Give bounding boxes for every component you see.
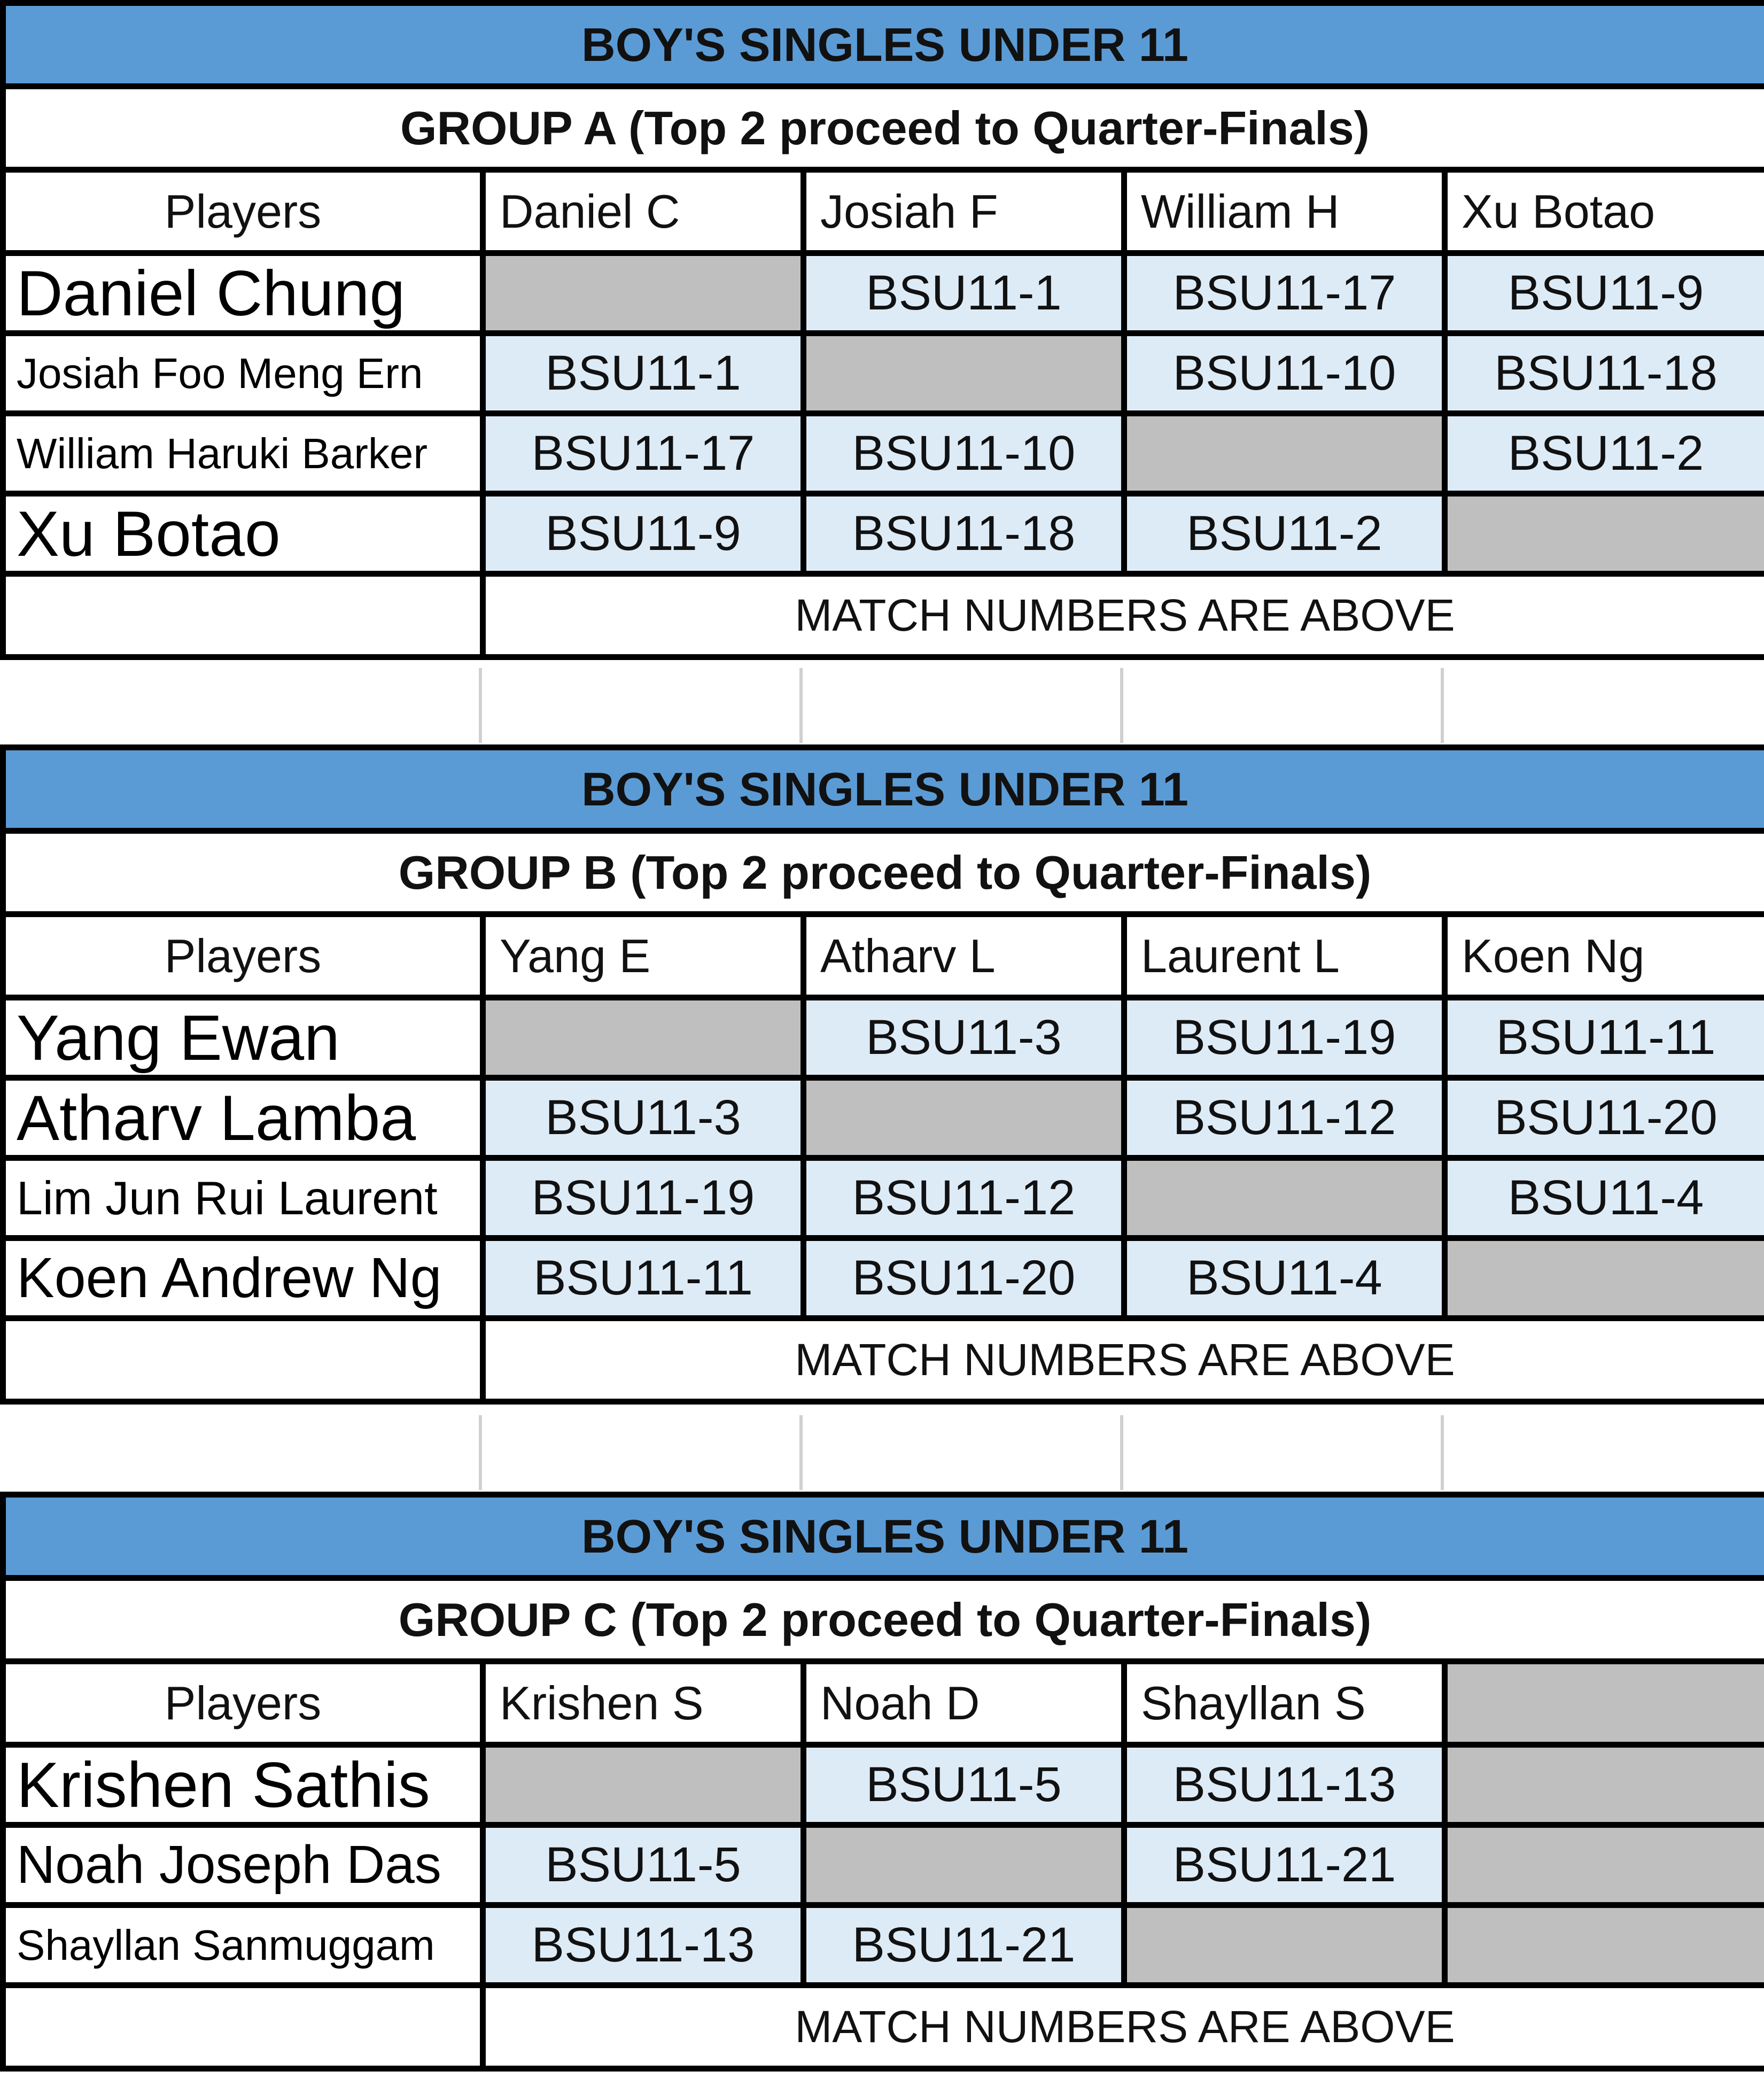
blank-cell [480,995,806,1081]
column-header: William H [1121,167,1448,256]
blank-cell [1441,1235,1764,1321]
column-header: Josiah F [801,167,1127,256]
match-cell: BSU11-3 [801,995,1127,1081]
group-b-table: BOY'S SINGLES UNDER 11 GROUP B (Top 2 pr… [0,744,1764,1405]
match-cell: BSU11-20 [801,1235,1127,1321]
player-name: Yang Ewan [0,995,486,1081]
column-header: Shayllan S [1121,1658,1448,1748]
footer-empty-cell [0,571,486,660]
match-cell: BSU11-21 [1121,1822,1448,1908]
players-header: Players [0,911,486,1000]
blank-cell [1441,1902,1764,1988]
match-cell: BSU11-17 [1121,250,1448,336]
match-cell: BSU11-2 [1441,410,1764,497]
match-cell: BSU11-17 [480,410,806,497]
player-name: Shayllan Sanmuggam [0,1902,486,1988]
player-name: Josiah Foo Meng Ern [0,330,486,416]
player-name: William Haruki Barker [0,410,486,497]
footer-empty-cell [0,1982,486,2072]
match-cell: BSU11-18 [801,491,1127,577]
blank-cell [801,1075,1127,1161]
event-banner: BOY'S SINGLES UNDER 11 [0,1492,1764,1581]
player-name: Lim Jun Rui Laurent [0,1155,486,1241]
match-cell: BSU11-11 [480,1235,806,1321]
group-a-table: BOY'S SINGLES UNDER 11 GROUP A (Top 2 pr… [0,0,1764,660]
group-title: GROUP C (Top 2 proceed to Quarter-Finals… [0,1575,1764,1664]
column-header: Daniel C [480,167,806,256]
match-cell: BSU11-18 [1441,330,1764,416]
footer-note: MATCH NUMBERS ARE ABOVE [479,1315,1764,1405]
player-name: Noah Joseph Das [0,1822,486,1908]
match-cell: BSU11-19 [1121,995,1448,1081]
column-header: Koen Ng [1441,911,1764,1000]
match-cell: BSU11-19 [480,1155,806,1241]
group-c-block: BOY'S SINGLES UNDER 11 GROUP C (Top 2 pr… [0,1492,1764,2072]
player-name: Atharv Lamba [0,1075,486,1161]
player-name: Koen Andrew Ng [0,1235,486,1321]
footer-note: MATCH NUMBERS ARE ABOVE [479,571,1764,660]
match-cell: BSU11-2 [1121,491,1448,577]
match-cell: BSU11-13 [1121,1742,1448,1828]
blank-cell [1121,1155,1448,1241]
match-cell: BSU11-10 [801,410,1127,497]
footer-empty-cell [0,1315,486,1405]
blank-cell [1441,491,1764,577]
group-title: GROUP B (Top 2 proceed to Quarter-Finals… [0,828,1764,917]
event-banner: BOY'S SINGLES UNDER 11 [0,0,1764,89]
match-cell: BSU11-21 [801,1902,1127,1988]
player-name: Xu Botao [0,491,486,577]
match-cell: BSU11-12 [1121,1075,1448,1161]
column-header: Atharv L [801,911,1127,1000]
match-cell: BSU11-4 [1121,1235,1448,1321]
column-header: Krishen S [480,1658,806,1748]
column-header: Yang E [480,911,806,1000]
blank-cell [1441,1658,1764,1748]
match-cell: BSU11-4 [1441,1155,1764,1241]
blank-cell [480,250,806,336]
blank-cell [801,1822,1127,1908]
blank-cell [1121,1902,1448,1988]
spacer-row [0,1415,1764,1490]
column-header: Laurent L [1121,911,1448,1000]
blank-cell [1441,1742,1764,1828]
group-b-block: BOY'S SINGLES UNDER 11 GROUP B (Top 2 pr… [0,744,1764,1405]
players-header: Players [0,167,486,256]
group-title: GROUP A (Top 2 proceed to Quarter-Finals… [0,83,1764,173]
player-name: Krishen Sathis [0,1742,486,1828]
group-c-table: BOY'S SINGLES UNDER 11 GROUP C (Top 2 pr… [0,1492,1764,2072]
match-cell: BSU11-5 [480,1822,806,1908]
blank-cell [801,330,1127,416]
match-cell: BSU11-10 [1121,330,1448,416]
blank-cell [480,1742,806,1828]
match-cell: BSU11-20 [1441,1075,1764,1161]
match-cell: BSU11-13 [480,1902,806,1988]
match-cell: BSU11-9 [1441,250,1764,336]
column-header: Noah D [801,1658,1127,1748]
match-cell: BSU11-1 [480,330,806,416]
event-banner: BOY'S SINGLES UNDER 11 [0,744,1764,834]
match-cell: BSU11-9 [480,491,806,577]
blank-cell [1441,1822,1764,1908]
blank-cell [1121,410,1448,497]
group-a-block: BOY'S SINGLES UNDER 11 GROUP A (Top 2 pr… [0,0,1764,660]
match-cell: BSU11-11 [1441,995,1764,1081]
match-cell: BSU11-3 [480,1075,806,1161]
match-cell: BSU11-1 [801,250,1127,336]
match-cell: BSU11-5 [801,1742,1127,1828]
column-header: Xu Botao [1441,167,1764,256]
footer-note: MATCH NUMBERS ARE ABOVE [479,1982,1764,2072]
players-header: Players [0,1658,486,1748]
match-cell: BSU11-12 [801,1155,1127,1241]
spacer-row [0,668,1764,743]
player-name: Daniel Chung [0,250,486,336]
